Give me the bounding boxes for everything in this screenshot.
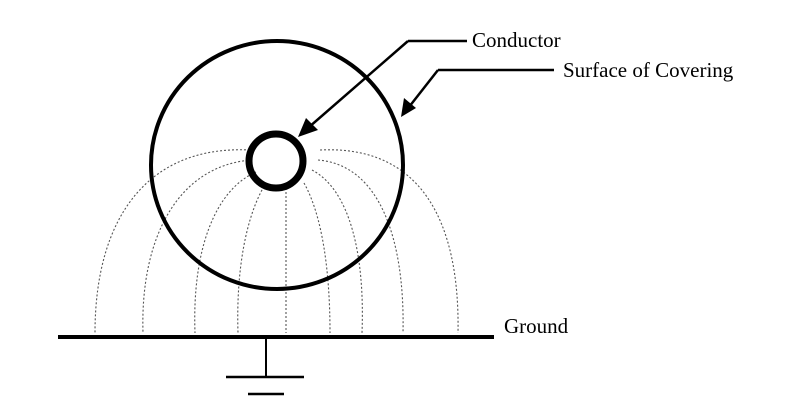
field-line-left-middle [142,159,253,334]
field-line-right-inner [311,169,363,334]
surface-of-covering-label: Surface of Covering [563,58,734,82]
conductor-circle [245,130,307,192]
field-line-left-near [237,182,267,334]
conductor-label: Conductor [472,28,561,52]
field-lines [94,149,459,334]
covering-arrowhead [401,98,416,117]
covering-arrow [401,68,554,117]
field-line-left-outer [94,149,251,334]
field-line-right-middle [317,159,404,334]
ground-symbol [226,339,304,396]
field-line-left-inner [194,171,257,334]
ground-label: Ground [504,314,569,338]
field-line-right-near [303,182,331,334]
conductor-arrow [298,39,467,137]
field-line-right-outer [319,149,459,334]
conductor-arrowhead [298,118,318,137]
covering-surface-circle [149,39,405,291]
